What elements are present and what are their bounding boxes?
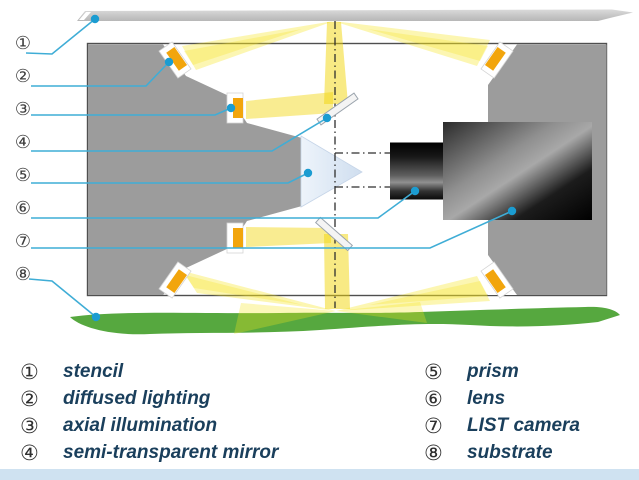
callout-marker-3: ③ xyxy=(14,99,32,120)
diffused-light-top-right xyxy=(480,41,514,79)
legend-num-7: ⑦ xyxy=(424,414,443,438)
list-camera xyxy=(443,122,592,220)
callout-line-mirror xyxy=(31,117,328,152)
legend-label-mirror: semi-transparent mirror xyxy=(63,442,279,463)
callout-marker-5: ⑤ xyxy=(14,165,32,186)
legend-num-3: ③ xyxy=(20,414,39,438)
callout-line-diffused-lighting xyxy=(31,61,170,87)
prism xyxy=(300,135,363,208)
callout-marker-4: ④ xyxy=(14,132,32,153)
callout-marker-1: ① xyxy=(14,33,32,54)
axial-light-bottom xyxy=(226,222,244,254)
substrate xyxy=(70,306,620,335)
legend-item-lens: ⑥ lens xyxy=(424,386,505,412)
legend-label-lens: lens xyxy=(467,388,506,409)
callout-marker-6: ⑥ xyxy=(14,198,32,219)
legend-label-axial-illumination: axial illumination xyxy=(63,415,218,436)
legend-num-2: ② xyxy=(20,387,39,411)
legend-item-list-camera: ⑦ LIST camera xyxy=(424,413,580,439)
callout-marker-2: ② xyxy=(14,66,32,87)
callout-dots xyxy=(90,14,517,322)
legend-num-5: ⑤ xyxy=(424,360,443,384)
left-housing xyxy=(88,44,302,295)
callout-line-axial-illumination xyxy=(31,107,232,116)
legend-label-diffused-lighting: diffused lighting xyxy=(63,388,211,409)
diffused-light-bottom-right xyxy=(480,261,514,299)
legend-label-list-camera: LIST camera xyxy=(467,415,580,436)
legend-label-stencil: stencil xyxy=(63,361,124,382)
callout-lines xyxy=(25,18,513,318)
callout-line-lens xyxy=(31,190,416,219)
callout-line-substrate xyxy=(28,278,97,318)
legend-num-6: ⑥ xyxy=(424,387,443,411)
legend-item-diffused-lighting: ② diffused lighting xyxy=(20,386,210,412)
legend-num-8: ⑧ xyxy=(424,441,443,465)
legend-label-substrate: substrate xyxy=(467,442,553,463)
callout-line-prism xyxy=(31,172,309,184)
callout-marker-8: ⑧ xyxy=(14,264,32,285)
diffused-light-bottom-left xyxy=(158,261,192,299)
legend-item-stencil: ① stencil xyxy=(20,359,123,385)
callout-line-camera xyxy=(31,210,513,249)
legend-item-prism: ⑤ prism xyxy=(424,359,519,385)
callout-line-stencil xyxy=(25,18,96,55)
legend-num-1: ① xyxy=(20,360,39,384)
callout-marker-7: ⑦ xyxy=(14,231,32,252)
legend-item-substrate: ⑧ substrate xyxy=(424,440,553,466)
legend-item-axial-illumination: ③ axial illumination xyxy=(20,413,217,439)
stencil xyxy=(77,9,633,21)
light-beams xyxy=(182,21,490,334)
footer-bar xyxy=(0,469,639,480)
optical-axis-lines xyxy=(334,21,390,308)
legend-label-prism: prism xyxy=(467,361,519,382)
legend-num-4: ④ xyxy=(20,441,39,465)
legend-item-mirror: ④ semi-transparent mirror xyxy=(20,440,278,466)
